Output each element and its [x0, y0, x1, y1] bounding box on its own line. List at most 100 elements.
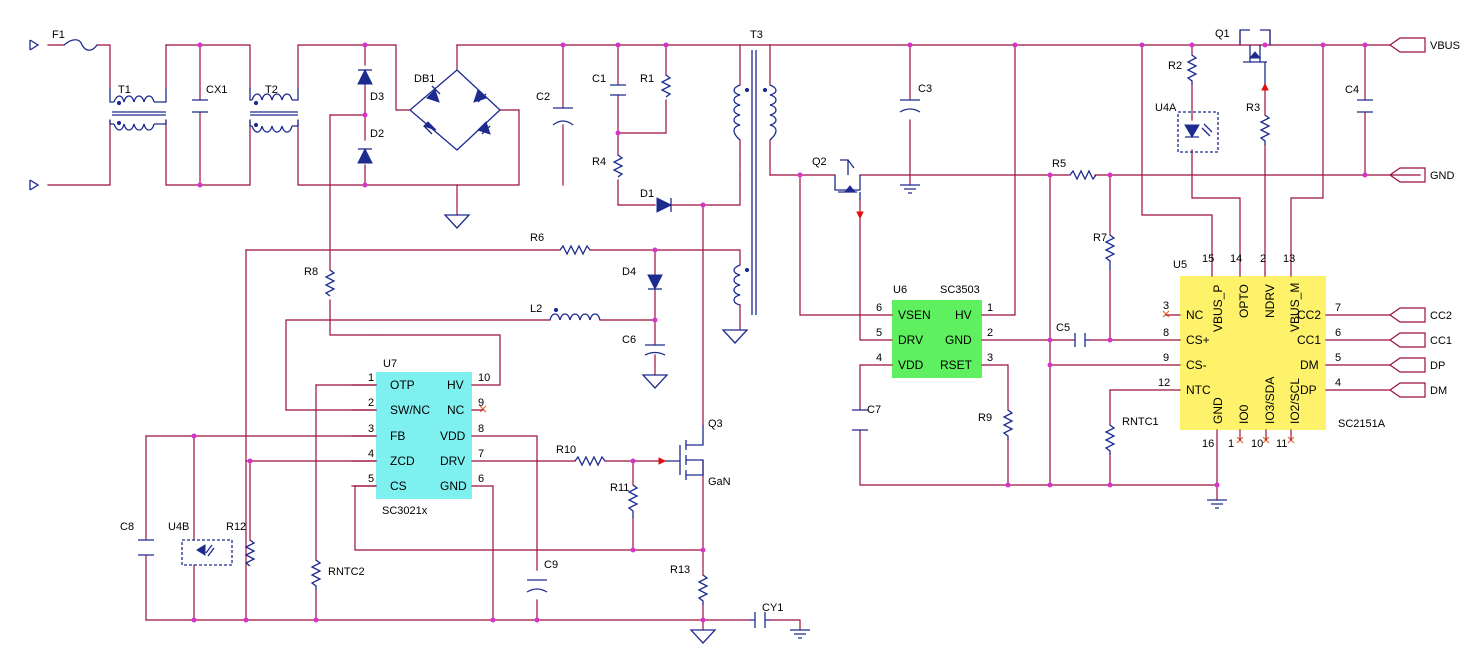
- ic-u7-pins: 1 2 3 4 5 OTP SW/NC FB ZCD CS 10 9 8 7 6…: [351, 372, 490, 493]
- u5-pin-num: 5: [1335, 352, 1341, 364]
- label-t3: T3: [750, 29, 763, 41]
- u7-pin-name: NC: [447, 403, 465, 417]
- label-t1: T1: [118, 84, 131, 96]
- resistor-r11: [627, 484, 639, 518]
- label-r1: R1: [640, 73, 654, 85]
- label-d1: D1: [640, 188, 654, 200]
- label-c2: C2: [536, 91, 550, 103]
- label-rntc1: RNTC1: [1122, 416, 1159, 428]
- ic-u6-body: [892, 300, 982, 378]
- connector-label-cc1: CC1: [1430, 335, 1452, 347]
- u5-pin-num: 12: [1158, 377, 1170, 389]
- u5-pin-num: 13: [1283, 253, 1295, 265]
- label-r7: R7: [1093, 232, 1107, 244]
- connector-dm: [1388, 382, 1426, 398]
- ground-symbol-primary-1: [443, 214, 471, 229]
- capacitor-c4: [1357, 99, 1373, 113]
- bridge-rectifier-db1: [408, 69, 501, 151]
- u5-pin-name: VBUS_M: [1288, 283, 1302, 332]
- resistor-r13: [697, 574, 709, 605]
- capacitor-c5: [1074, 333, 1090, 347]
- u5-pin-num: 6: [1335, 327, 1341, 339]
- label-q1: Q1: [1215, 28, 1230, 40]
- u5-pin-num: 10: [1251, 438, 1263, 450]
- connector-label-vbus: VBUS: [1430, 40, 1460, 52]
- u5-pin-name: VBUS_P: [1211, 285, 1225, 332]
- u5-pin-num: 11: [1276, 438, 1287, 450]
- u5-pin-name: CC2: [1297, 308, 1321, 322]
- capacitor-c7: [852, 409, 868, 431]
- u6-pin-name: RSET: [940, 358, 973, 372]
- nc-markers: [479, 310, 1295, 444]
- label-d2: D2: [370, 128, 384, 140]
- resistor-r3: [1259, 114, 1271, 145]
- connector-label-dp: DP: [1430, 360, 1445, 372]
- ic-u7-body: [376, 372, 472, 499]
- u5-pin-name: CS-: [1186, 358, 1207, 372]
- u6-pin-num: 2: [987, 327, 993, 339]
- capacitor-cy1: [750, 612, 770, 628]
- connector-dp: [1388, 357, 1426, 373]
- label-l2: L2: [530, 303, 542, 315]
- u5-pin-name: IO2/SCL: [1288, 378, 1302, 424]
- label-r11: R11: [610, 482, 629, 494]
- transformer-t3: [733, 50, 777, 315]
- u5-pin-num: 1: [1228, 438, 1234, 450]
- label-r9: R9: [978, 412, 992, 424]
- u7-pin-name: VDD: [440, 429, 466, 443]
- u7-pin-num: 9: [478, 397, 484, 409]
- capacitor-c9: [526, 579, 548, 593]
- transformer-t1: [109, 88, 167, 131]
- u7-pin-num: 3: [368, 423, 374, 435]
- label-r4: R4: [592, 156, 606, 168]
- ic-u5-pins: 3 8 9 12 NC CS+ CS- NTC 7 6 5 4 CC2 CC1 …: [1158, 253, 1341, 450]
- label-u7: U7: [383, 358, 397, 370]
- label-u4a: U4A: [1155, 102, 1177, 114]
- resistor-r6: [559, 244, 591, 256]
- label-c5: C5: [1056, 322, 1070, 334]
- u7-pin-num: 4: [368, 448, 374, 460]
- ic-u6-pins: 6 5 4 VSEN DRV VDD 1 2 3 HV GND RSET: [876, 302, 993, 372]
- transistor-q1: [1239, 29, 1271, 90]
- label-r10: R10: [556, 444, 576, 456]
- input-terminal-l: [29, 39, 40, 51]
- resistor-r12: [244, 539, 256, 567]
- resistor-r4: [612, 154, 624, 178]
- label-r13: R13: [670, 564, 690, 576]
- diode-d2: [357, 147, 373, 164]
- u6-pin-num: 4: [876, 352, 882, 364]
- resistor-r9: [1002, 409, 1014, 440]
- fuse-f1: [63, 39, 98, 51]
- diode-d4: [647, 274, 663, 291]
- resistor-r8: [324, 269, 336, 297]
- u5-pin-num: 3: [1163, 300, 1169, 312]
- connector-gnd: [1388, 167, 1426, 183]
- resistor-r2: [1186, 54, 1198, 85]
- u5-pin-name: CC1: [1297, 333, 1321, 347]
- u7-pin-num: 2: [368, 397, 374, 409]
- label-rntc2: RNTC2: [328, 566, 365, 578]
- u7-pin-name: CS: [390, 479, 407, 493]
- capacitor-c6: [644, 344, 666, 356]
- label-c9: C9: [544, 559, 558, 571]
- u5-pin-name: OPTO: [1237, 284, 1251, 318]
- label-t2: T2: [265, 84, 278, 96]
- optocoupler-u4b: [181, 539, 233, 566]
- label-u5-part: SC2151A: [1338, 418, 1386, 430]
- label-u4b: U4B: [168, 521, 189, 533]
- label-r8: R8: [304, 266, 318, 278]
- u7-pin-num: 6: [478, 473, 484, 485]
- label-u6: U6: [893, 284, 907, 296]
- u5-pin-num: 4: [1335, 377, 1341, 389]
- input-terminal-n: [29, 179, 40, 191]
- capacitor-c2: [552, 107, 574, 126]
- resistor-r5: [1069, 169, 1097, 181]
- label-q3: Q3: [708, 418, 723, 430]
- label-f1: F1: [52, 29, 65, 41]
- label-db1: DB1: [414, 73, 435, 85]
- label-c3: C3: [918, 83, 932, 95]
- u5-pin-num: 8: [1163, 327, 1169, 339]
- label-c8: C8: [120, 521, 134, 533]
- label-c4: C4: [1345, 84, 1359, 96]
